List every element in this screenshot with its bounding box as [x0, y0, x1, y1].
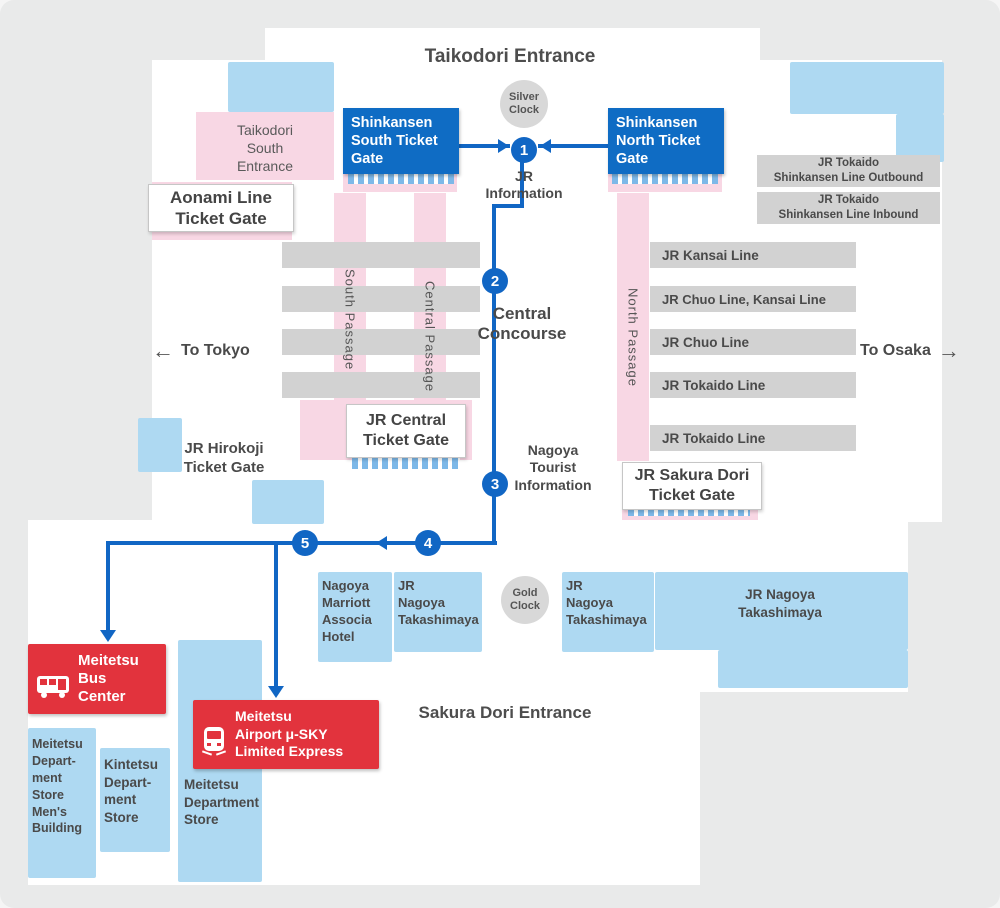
- kansai-line-bar: JR Kansai Line: [650, 242, 856, 268]
- takashimaya-mid-block: [562, 572, 654, 652]
- building-block: [138, 418, 182, 472]
- to-osaka-direction: To Osaka →: [860, 340, 960, 362]
- meitetsu-mens-label: Meitetsu Depart- ment Store Men's Buildi…: [32, 737, 83, 836]
- meitetsu-mens-block: [28, 728, 96, 878]
- chuo-kansai-line-bar: JR Chuo Line, Kansai Line: [650, 286, 856, 312]
- central-passage-label: Central Passage: [422, 281, 438, 393]
- platform-bar: [282, 372, 480, 398]
- left-arrow-icon: ←: [152, 338, 174, 363]
- takashimaya-right-lower-block: [718, 650, 908, 688]
- route-line: [458, 144, 510, 148]
- route-arrow-icon: [498, 139, 509, 153]
- line-label: JR Tokaido Shinkansen Line Inbound: [778, 194, 919, 221]
- shinkansen-outbound-bar: JR Tokaido Shinkansen Line Outbound: [757, 155, 940, 187]
- route-line: [520, 162, 524, 208]
- kintetsu-block: [100, 748, 170, 852]
- route-step-1: 1: [511, 137, 537, 163]
- to-osaka-label: To Osaka: [860, 342, 931, 359]
- route-line: [274, 541, 278, 689]
- platform-bar: [282, 286, 480, 312]
- route-arrow-icon: [268, 686, 284, 698]
- route-arrow-icon: [100, 630, 116, 642]
- route-line: [538, 144, 608, 148]
- route-arrow-icon: [376, 536, 387, 550]
- route-arrow-icon: [540, 139, 551, 153]
- tourist-information-label: Nagoya Tourist Information: [514, 441, 592, 493]
- north-passage-strip: [617, 193, 649, 461]
- jr-sakura-dori-ticket-gate: JR Sakura Dori Ticket Gate: [622, 462, 762, 510]
- takashimaya-right-label: JR Nagoya Takashimaya: [738, 586, 822, 620]
- marriott-hotel-label: Nagoya Marriott Associa Hotel: [322, 578, 372, 644]
- sakura-dori-entrance-title: Sakura Dori Entrance: [418, 703, 592, 722]
- meitetsu-airport-express: Meitetsu Airport μ-SKY Limited Express: [193, 700, 379, 769]
- tokaido-line-bar-2: JR Tokaido Line: [650, 425, 856, 451]
- route-step-2: 2: [482, 268, 508, 294]
- north-passage-label: North Passage: [625, 287, 641, 387]
- right-arrow-icon: →: [937, 338, 960, 363]
- route-line: [492, 496, 496, 545]
- building-block: [228, 62, 334, 112]
- route-line: [492, 204, 496, 472]
- takashimaya-right-block: [655, 572, 908, 650]
- jr-hirokoji-ticket-gate-label: JR Hirokoji Ticket Gate: [183, 439, 265, 477]
- takashimaya-mid-label: JR Nagoya Takashimaya: [566, 578, 647, 627]
- line-label: JR Tokaido Shinkansen Line Outbound: [773, 157, 924, 184]
- to-tokyo-label: To Tokyo: [181, 342, 250, 359]
- line-label: JR Kansai Line: [662, 247, 759, 263]
- taikodori-entrance-title: Taikodori Entrance: [424, 46, 596, 67]
- route-step-4: 4: [415, 530, 441, 556]
- taikodori-south-area: [196, 112, 334, 180]
- shinkansen-inbound-bar: JR Tokaido Shinkansen Line Inbound: [757, 192, 940, 224]
- shinkansen-south-gate: Shinkansen South Ticket Gate: [343, 108, 459, 175]
- kintetsu-label: Kintetsu Depart- ment Store: [104, 757, 158, 825]
- marriott-hotel-block: [318, 572, 392, 662]
- building-block: [790, 62, 944, 114]
- jr-central-ticket-gate: JR Central Ticket Gate: [346, 404, 466, 458]
- silver-clock: Silver Clock: [500, 80, 548, 128]
- platform-bar: [282, 329, 480, 355]
- central-concourse-label: Central Concourse: [477, 303, 567, 343]
- ticket-gate-hatch: [352, 456, 460, 469]
- route-line: [106, 541, 110, 633]
- route-line: [492, 204, 524, 208]
- tokaido-line-bar: JR Tokaido Line: [650, 372, 856, 398]
- platform-bar: [282, 242, 480, 268]
- train-icon: [201, 708, 227, 760]
- shinkansen-north-gate: Shinkansen North Ticket Gate: [608, 108, 724, 175]
- route-step-3: 3: [482, 471, 508, 497]
- bus-center-label: Meitetsu Bus Center: [78, 652, 139, 705]
- airport-express-label: Meitetsu Airport μ-SKY Limited Express: [235, 708, 344, 759]
- chuo-line-bar: JR Chuo Line: [650, 329, 856, 355]
- gold-clock: Gold Clock: [501, 576, 549, 624]
- takashimaya-left-label: JR Nagoya Takashimaya: [398, 578, 479, 627]
- line-label: JR Chuo Line, Kansai Line: [662, 291, 826, 307]
- line-label: JR Chuo Line: [662, 334, 749, 350]
- building-block: [252, 480, 324, 524]
- taikodori-south-entrance-label: Taikodori South Entrance: [236, 121, 294, 175]
- line-label: JR Tokaido Line: [662, 430, 766, 446]
- meitetsu-dept-label: Meitetsu Department Store: [184, 777, 260, 828]
- jr-information-label: JR Information: [485, 167, 563, 202]
- takashimaya-left-block: [394, 572, 482, 652]
- aonami-ticket-gate: Aonami Line Ticket Gate: [148, 184, 294, 232]
- bus-icon: [36, 655, 70, 704]
- meitetsu-bus-center: Meitetsu Bus Center: [28, 644, 166, 714]
- building-block: [896, 114, 944, 162]
- to-tokyo-direction: ← To Tokyo: [152, 340, 250, 362]
- south-passage-label: South Passage: [342, 268, 358, 371]
- line-label: JR Tokaido Line: [662, 377, 766, 393]
- route-step-5: 5: [292, 530, 318, 556]
